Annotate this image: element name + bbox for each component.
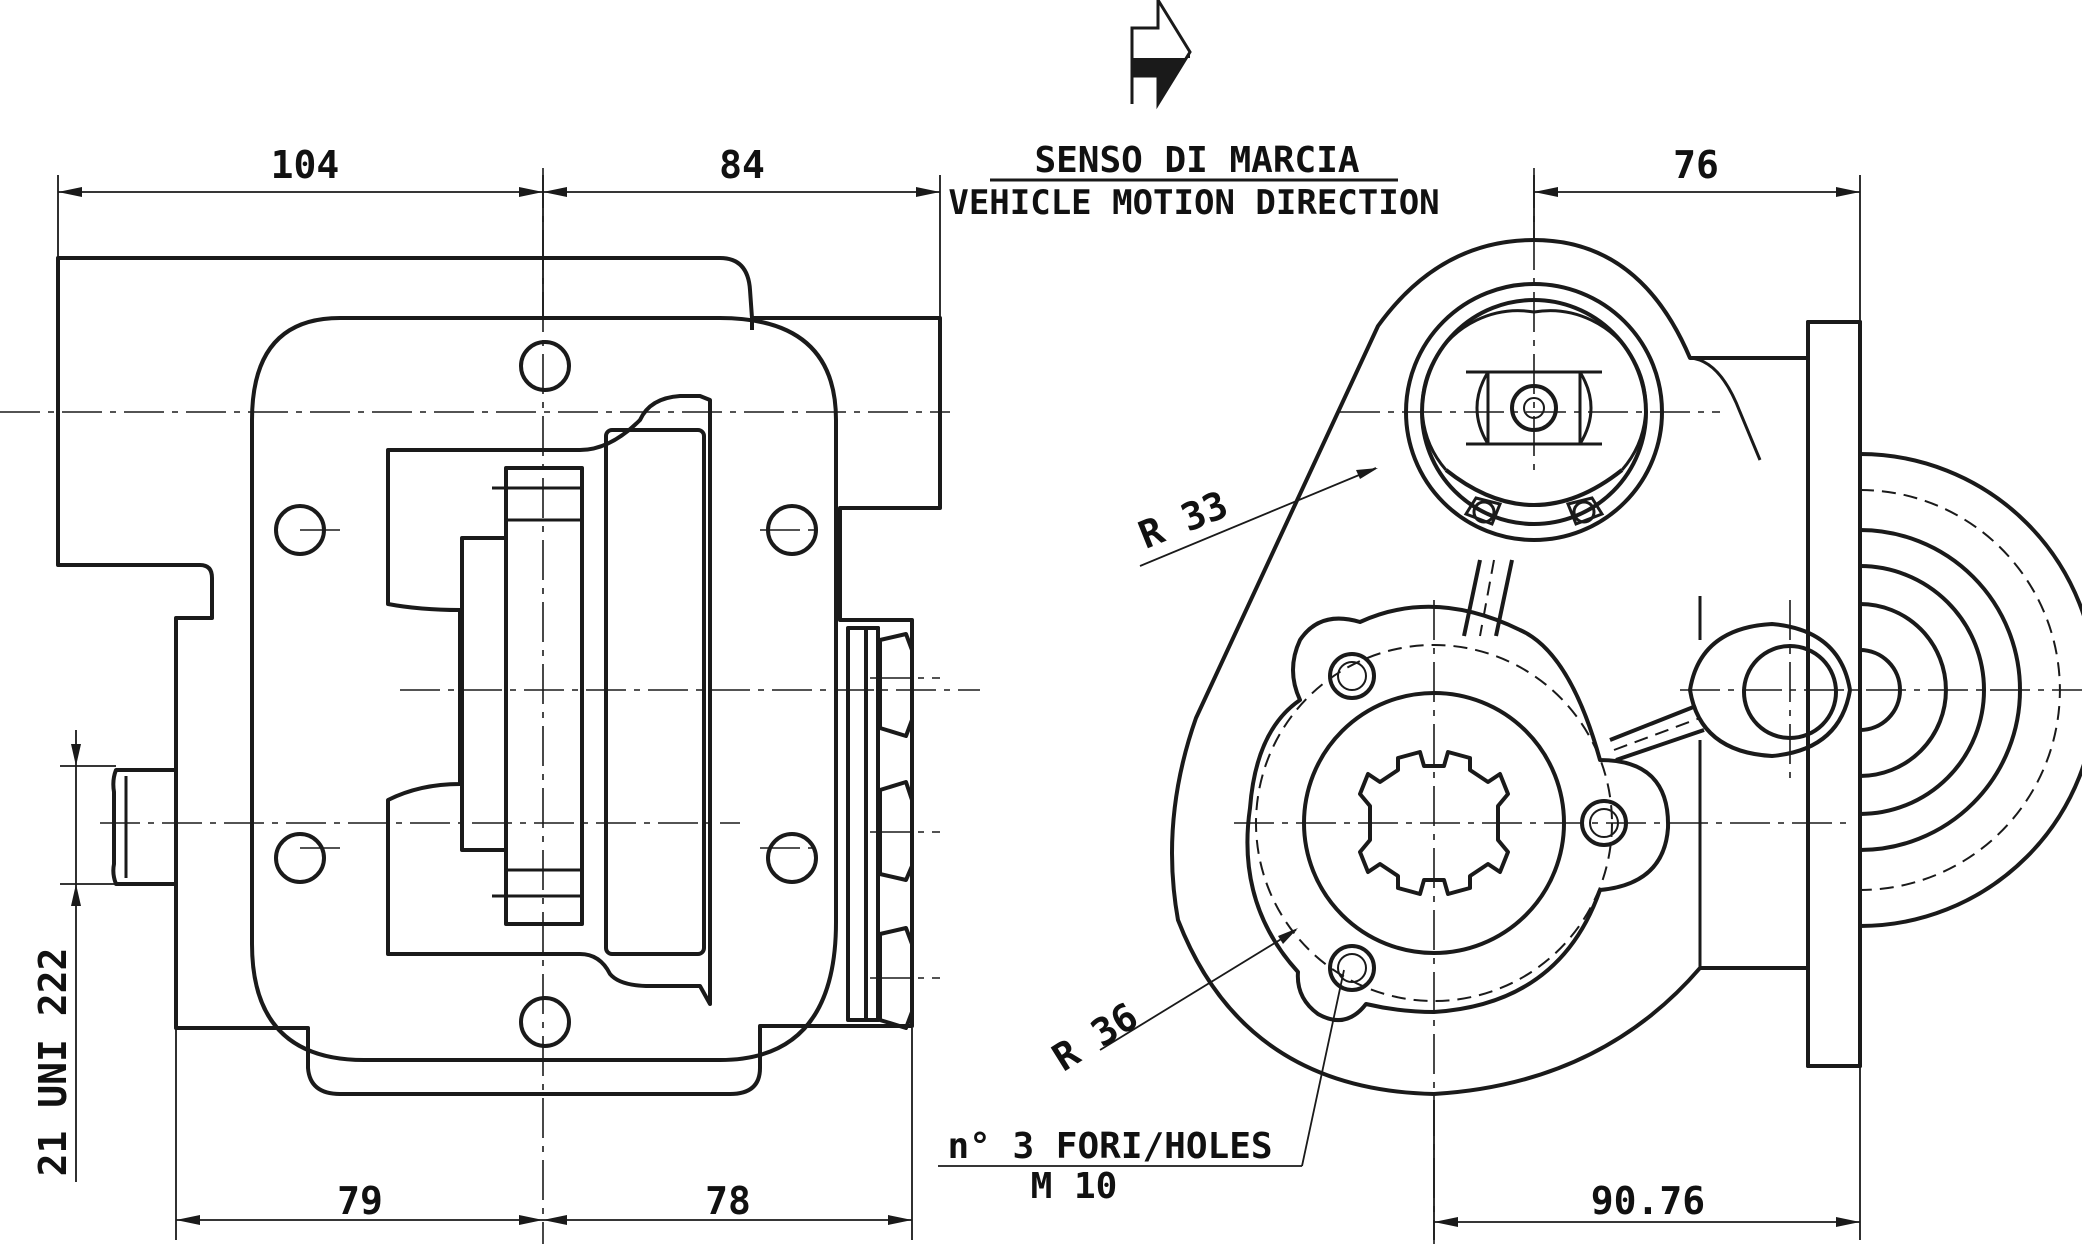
holes-note-line1: n° 3 FORI/HOLES [947, 1126, 1272, 1167]
radius-r33: R 33 [1132, 482, 1233, 557]
dimension-104: 104 [271, 143, 340, 187]
dimension-79: 79 [337, 1179, 383, 1223]
direction-arrow-icon [1130, 0, 1192, 110]
dimension-76: 76 [1673, 143, 1719, 187]
radius-r36: R 36 [1045, 994, 1146, 1080]
dimension-84: 84 [719, 143, 765, 187]
direction-label-en: VEHICLE MOTION DIRECTION [948, 183, 1439, 223]
dimension-78: 78 [705, 1179, 751, 1223]
holes-note-line2: M 10 [1031, 1166, 1118, 1207]
front-view-dimensions [57, 175, 941, 1240]
dimension-21-uni-222: 21 UNI 222 [31, 948, 75, 1177]
direction-label-it: SENSO DI MARCIA [1034, 140, 1359, 181]
side-view-dimensions [938, 175, 1861, 1240]
side-view [1170, 168, 2082, 1244]
dimension-90-76: 90.76 [1591, 1179, 1705, 1223]
front-view [0, 168, 980, 1244]
